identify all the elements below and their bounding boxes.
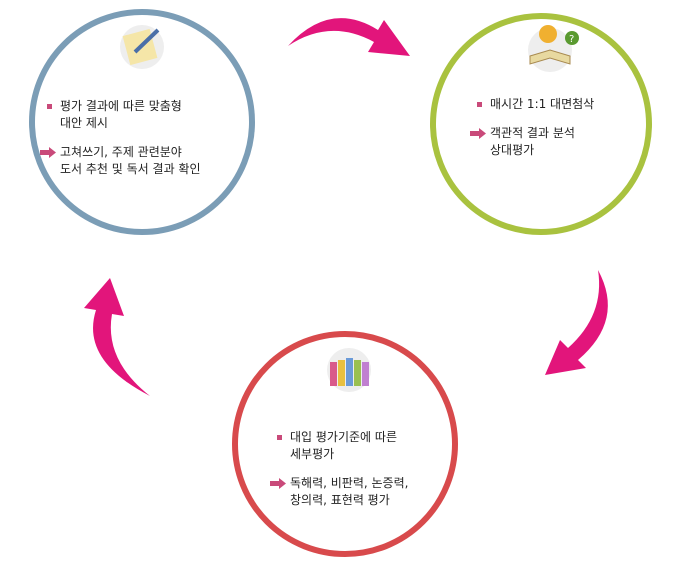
right-circle	[430, 13, 652, 235]
arrow-bullet-icon	[40, 147, 56, 158]
pencils-icon	[327, 348, 371, 392]
list-item: 독해력, 비판력, 논증력,창의력, 표현력 평가	[270, 475, 408, 509]
notepad-pencil-icon	[120, 25, 164, 69]
list-item: 매시간 1:1 대면첨삭	[474, 96, 594, 113]
svg-text:?: ?	[569, 34, 574, 45]
arrow-bullet-icon	[470, 128, 486, 139]
book-question-icon: ?	[528, 25, 579, 72]
square-bullet-icon	[277, 435, 282, 440]
bottom-circle	[232, 331, 458, 557]
arrow-left	[84, 278, 150, 396]
arrow-right	[545, 270, 608, 375]
square-bullet-icon	[47, 104, 52, 109]
left-circle	[29, 9, 255, 235]
arrow-top	[288, 18, 410, 56]
square-bullet-icon	[477, 102, 482, 107]
arrow-bullet-icon	[270, 478, 286, 489]
